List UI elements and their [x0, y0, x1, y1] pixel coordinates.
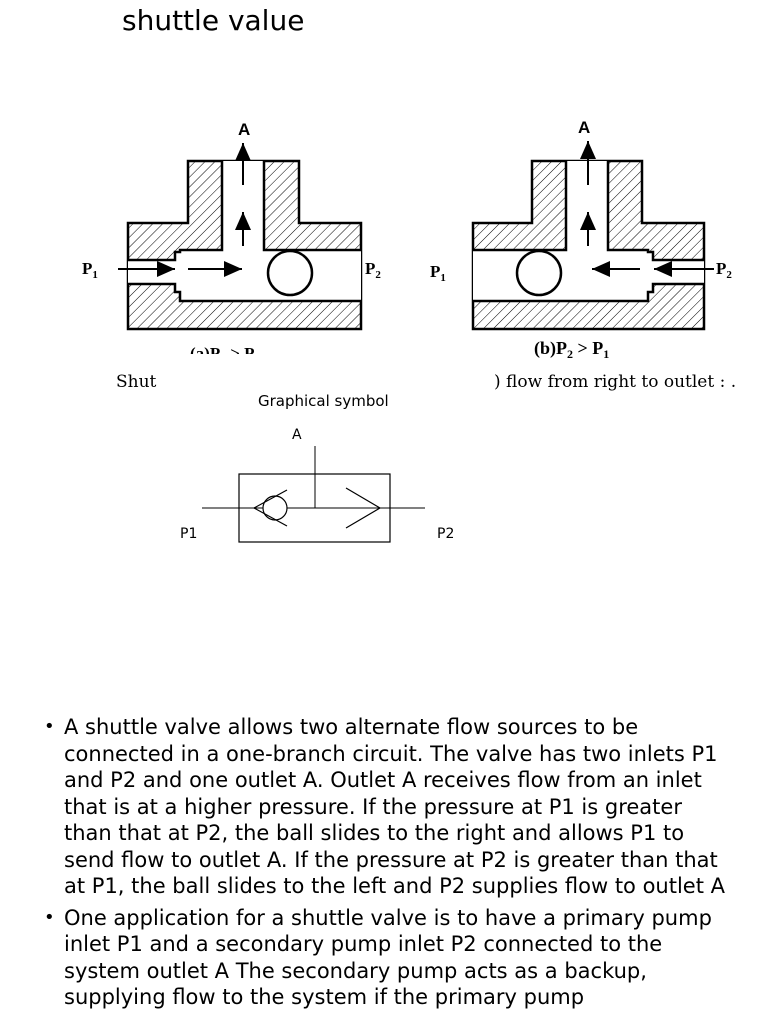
caption-left: Shut: [116, 372, 157, 392]
slide-title: shuttle value: [122, 4, 305, 37]
valve-b-inlet-left-label: P1: [430, 262, 446, 284]
symbol-seat-left: [252, 489, 288, 527]
symbol-inlet-left-label: P1: [180, 526, 197, 542]
valve-b-diagram: A P1 P2 (b)P2 > P1: [430, 118, 732, 361]
valve-a-diagram: A P1 P2 (a)P> P: [82, 120, 381, 368]
symbol-ball: [262, 495, 288, 521]
valve-a-inlet-left-label: P1: [82, 259, 98, 281]
valve-a-inlet-right-label: P2: [365, 259, 381, 281]
bullet-list: A shuttle valve allows two alternate flo…: [40, 714, 730, 1016]
valve-b-ball: [515, 249, 563, 297]
graphical-symbol-title: Graphical symbol: [258, 392, 389, 410]
valve-a-outlet-label: A: [238, 120, 250, 139]
symbol-inlet-right-label: P2: [437, 526, 454, 542]
bullet-item: One application for a shuttle valve is t…: [40, 905, 730, 1011]
valve-b-outlet-label: A: [578, 118, 590, 137]
caption-right: ) flow from right to outlet : .: [494, 372, 737, 392]
graphical-symbol: A P1 P2: [180, 427, 454, 543]
shuttle-valve-figure: A P1 P2 (a)P> P A P1 P2 (b)P2 > P1 A P1 …: [82, 118, 732, 543]
symbol-seat-right: [345, 487, 382, 529]
valve-b-caption: (b)P2 > P1: [534, 338, 609, 361]
symbol-outlet-label: A: [292, 427, 302, 443]
valve-a-ball: [266, 249, 314, 297]
bullet-item: A shuttle valve allows two alternate flo…: [40, 714, 730, 900]
valve-b-inlet-right-label: P2: [716, 259, 732, 281]
